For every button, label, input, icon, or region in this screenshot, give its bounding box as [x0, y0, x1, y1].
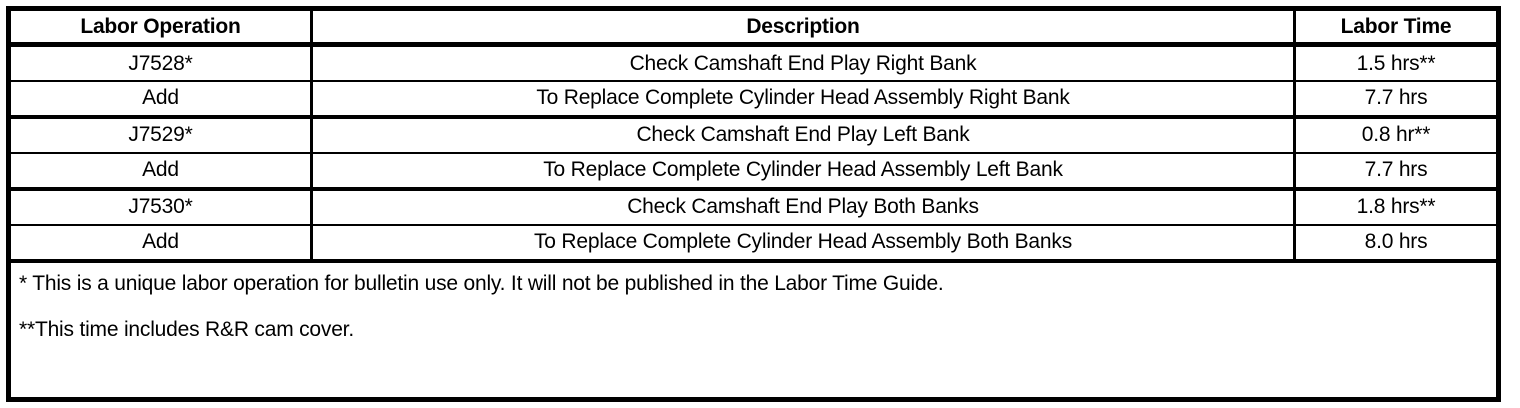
cell-labor-operation: J7528* [8, 44, 313, 82]
cell-labor-time: 1.5 hrs** [1294, 44, 1499, 82]
cell-description: To Replace Complete Cylinder Head Assemb… [311, 80, 1296, 119]
table-row: J7530* Check Camshaft End Play Both Bank… [8, 188, 1499, 226]
cell-description: Check Camshaft End Play Both Banks [311, 188, 1296, 226]
cell-labor-operation: J7529* [8, 116, 313, 154]
table-body: J7528* Check Camshaft End Play Right Ban… [8, 44, 1499, 400]
table-row: Add To Replace Complete Cylinder Head As… [8, 152, 1499, 191]
table-header-row: Labor Operation Description Labor Time [8, 8, 1499, 47]
footnote-double-asterisk: **This time includes R&R cam cover. [19, 317, 354, 341]
cell-labor-time: 0.8 hr** [1294, 116, 1499, 154]
labor-operation-table: Labor Operation Description Labor Time J… [6, 6, 1501, 402]
cell-labor-operation: Add [8, 224, 313, 261]
table-row: Add To Replace Complete Cylinder Head As… [8, 80, 1499, 119]
footnote-spacer [19, 296, 1496, 318]
cell-labor-time: 1.8 hrs** [1294, 188, 1499, 226]
column-header-description: Description [311, 8, 1296, 47]
table-row: Add To Replace Complete Cylinder Head As… [8, 224, 1499, 261]
table-row: J7528* Check Camshaft End Play Right Ban… [8, 44, 1499, 82]
table-header: Labor Operation Description Labor Time [8, 8, 1499, 47]
column-header-labor-operation: Labor Operation [8, 8, 313, 47]
table-footnote-row: * This is a unique labor operation for b… [8, 258, 1499, 400]
cell-labor-time: 7.7 hrs [1294, 80, 1499, 119]
footnote-single-asterisk: * This is a unique labor operation for b… [19, 271, 944, 295]
cell-labor-operation: Add [8, 152, 313, 191]
column-header-labor-time: Labor Time [1294, 8, 1499, 47]
cell-labor-operation: J7530* [8, 188, 313, 226]
footnote-cell: * This is a unique labor operation for b… [8, 258, 1499, 400]
cell-labor-operation: Add [8, 80, 313, 119]
cell-description: Check Camshaft End Play Right Bank [311, 44, 1296, 82]
table-row: J7529* Check Camshaft End Play Left Bank… [8, 116, 1499, 154]
cell-description: Check Camshaft End Play Left Bank [311, 116, 1296, 154]
cell-labor-time: 8.0 hrs [1364, 230, 1428, 254]
cell-labor-time: 7.7 hrs [1294, 152, 1499, 191]
cell-description: To Replace Complete Cylinder Head Assemb… [311, 152, 1296, 191]
cell-description: To Replace Complete Cylinder Head Assemb… [311, 224, 1296, 261]
